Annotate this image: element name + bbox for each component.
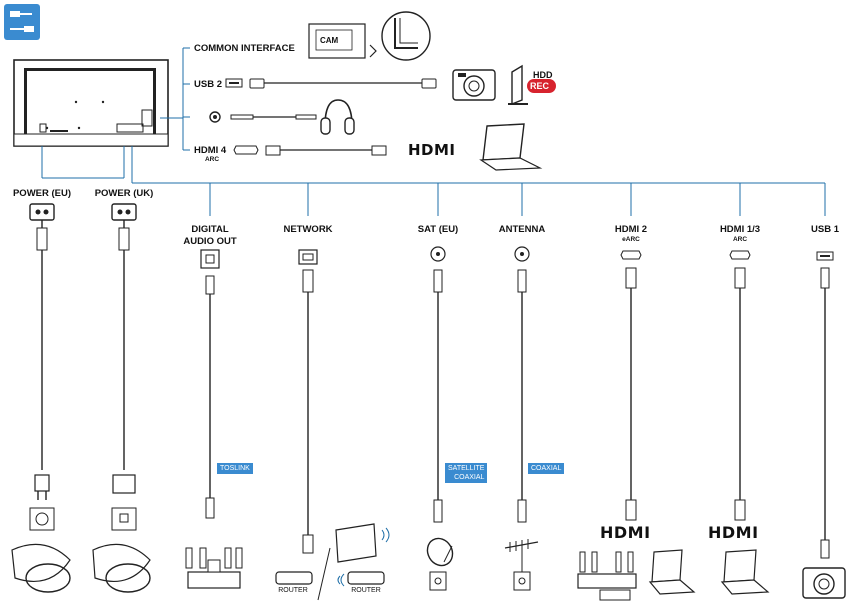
headphone-cable-icon [209, 111, 317, 123]
antenna-coax-cable-icon [514, 246, 530, 523]
port-label-power-eu: POWER (EU) [12, 188, 72, 199]
power-eu-connector-icon [29, 203, 55, 531]
hdmi2-laptop-icon [648, 549, 696, 595]
usb1-cable-icon [816, 251, 834, 559]
port-label-hdmi13: HDMI 1/3 [719, 224, 761, 235]
port-label-power-uk: POWER (UK) [94, 188, 154, 199]
port-label-sat-eu: SAT (EU) [417, 224, 459, 235]
hdmi2-cable-icon [620, 250, 642, 521]
port-label-digital-audio-out-line2: AUDIO OUT [183, 236, 237, 247]
tv-screen-icon [335, 523, 390, 563]
cam-label: CAM [320, 36, 339, 45]
hdmi13-cable-icon [729, 250, 751, 521]
power-cable-coils-icon [11, 543, 151, 593]
soundbar-system-icon [185, 547, 243, 589]
ethernet-cable-icon [298, 249, 318, 554]
hdmi13-laptop-icon [720, 549, 770, 595]
router-label-wireless: ROUTER [351, 587, 381, 594]
port-sublabel-hdmi13: ARC [732, 236, 748, 243]
hdmi-logo-3: HDMI [708, 523, 759, 542]
hdd-icon [508, 64, 556, 106]
toslink-cable-icon [200, 249, 220, 519]
router-wireless-icon [337, 571, 385, 587]
port-sublabel-hdmi2: eARC [622, 236, 640, 243]
router-wired-icon [275, 571, 313, 585]
router-label-wired: ROUTER [278, 587, 308, 594]
connection-badge-icon [4, 4, 40, 40]
hdmi4-sublabel: ARC [204, 156, 220, 163]
tv-antenna-icon [504, 539, 539, 591]
power-uk-connector-icon [111, 203, 137, 531]
hdmi-logo-2: HDMI [600, 523, 651, 542]
tag-satellite-line1: SATELLITE [448, 465, 485, 472]
tag-toslink: TOSLINK [217, 463, 253, 474]
common-interface-label: COMMON INTERFACE [194, 43, 295, 54]
laptop-icon [479, 123, 543, 171]
tag-satellite-coaxial: SATELLITE COAXIAL [445, 463, 488, 483]
port-label-network: NETWORK [283, 224, 333, 235]
port-label-hdmi2: HDMI 2 [614, 224, 648, 235]
cam-card-icon [308, 23, 377, 59]
usb2-label: USB 2 [194, 79, 222, 90]
port-label-antenna: ANTENNA [498, 224, 546, 235]
hdd-label: HDD [533, 70, 553, 80]
tv-back-panel [13, 59, 169, 147]
home-cinema-icon [577, 551, 637, 601]
port-label-usb1: USB 1 [811, 224, 839, 235]
hdmi4-label: HDMI 4 [194, 145, 227, 156]
headphones-icon [320, 99, 355, 135]
hdmi-logo: HDMI [408, 141, 456, 159]
hdmi-cable-icon [233, 145, 387, 156]
rec-label: REC [530, 81, 550, 91]
connection-lines [41, 47, 826, 216]
tag-satellite-line2: COAXIAL [454, 474, 485, 481]
divider-line [317, 547, 331, 601]
port-label-digital-audio-out-line1: DIGITAL [191, 224, 229, 235]
usb-cable-icon [225, 78, 437, 89]
ci-slot-icon [381, 11, 431, 61]
tag-coaxial: COAXIAL [528, 463, 565, 474]
camera-icon [452, 69, 496, 101]
satellite-dish-icon [426, 537, 454, 591]
satellite-coax-cable-icon [430, 246, 446, 523]
usb1-camera-icon [802, 567, 846, 599]
